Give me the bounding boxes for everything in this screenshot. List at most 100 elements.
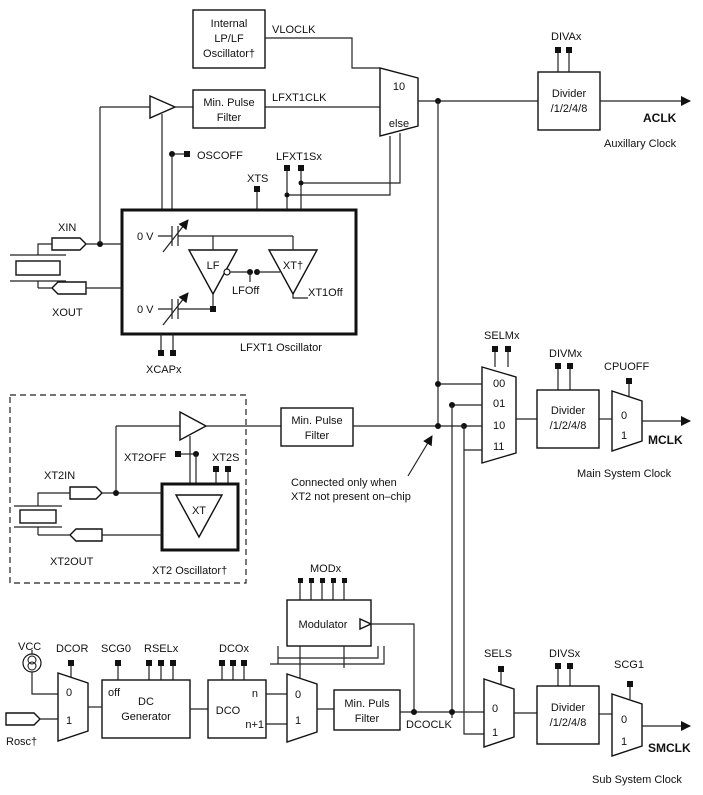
mclk-desc: Main System Clock <box>577 468 672 480</box>
xts-pin <box>254 186 260 192</box>
mclk-sel-11: 11 <box>493 441 504 453</box>
xt2-amp-label: XT <box>192 505 206 517</box>
aclk-mux <box>379 67 419 137</box>
lfxt1sx-to-mux-1 <box>287 136 391 196</box>
dc-gen-label-2: Generator <box>121 711 171 723</box>
xt2s-pin-1 <box>213 466 219 472</box>
scg1-pin <box>627 681 633 687</box>
mclk-label: MCLK <box>648 433 683 447</box>
lfxt1-osc-label: LFXT1 Oscillator <box>240 342 322 354</box>
lf-label: LF <box>207 260 220 272</box>
scg0-pin <box>115 660 121 666</box>
dcor-label: DCOR <box>56 643 88 655</box>
xout-pin <box>51 281 87 295</box>
aclk-mux-else: else <box>389 118 409 130</box>
note-arrow <box>407 435 433 477</box>
selmx-wires <box>494 352 509 367</box>
lfxt1sx-pin-1 <box>284 165 290 171</box>
xcapx-pin-2 <box>170 350 176 356</box>
dcoclk-label: DCOCLK <box>406 719 453 731</box>
junction-xt2 <box>435 423 441 429</box>
divider-mclk-label-2: /1/2/4/8 <box>550 420 587 432</box>
modulator-bus-lower <box>270 646 385 665</box>
divider-mclk: Divider /1/2/4/8 <box>536 389 600 449</box>
xout-label: XOUT <box>52 307 83 319</box>
vcc-wire <box>31 650 58 695</box>
mclk-sel-01: 01 <box>493 398 505 410</box>
selmx-pin-1 <box>492 346 498 352</box>
vloclk-wire <box>265 37 380 69</box>
sels-label: SELS <box>484 648 512 660</box>
crystal-xt2 <box>14 492 70 536</box>
xts-label: XTS <box>247 173 268 185</box>
divax-label: DIVAx <box>551 31 582 43</box>
cpuoff-mux-0: 0 <box>621 410 627 422</box>
internal-osc-label-2: LP/LF <box>214 33 244 45</box>
vloclk-label: VLOCLK <box>272 24 316 36</box>
xt2-dashed-region <box>9 394 247 584</box>
lfxt1sx-junction-1 <box>284 192 290 198</box>
dco-box: DCO n n+1 <box>207 679 267 739</box>
modx-pin-5 <box>342 578 347 583</box>
current-source-icon <box>22 653 42 673</box>
junction-00 <box>435 381 441 387</box>
dcor-mux-0: 0 <box>66 687 72 699</box>
dcoclk-junction-1 <box>411 709 417 715</box>
modulator-bus-taps <box>299 646 345 668</box>
divsx-label: DIVSx <box>549 648 581 660</box>
mpf-top-label-2: Filter <box>217 112 242 124</box>
divider-smclk-label-1: Divider <box>551 702 586 714</box>
xt2in-label: XT2IN <box>44 470 75 482</box>
smclk-label: SMCLK <box>648 741 691 755</box>
cpuoff-mux <box>611 390 643 452</box>
xt2s-wires <box>215 472 229 484</box>
min-pulse-filter-mclk: Min. Pulse Filter <box>280 407 354 447</box>
xt2-amplifier <box>174 494 224 539</box>
xt2-to-smclk-mux <box>463 450 484 735</box>
divider-smclk-label-2: /1/2/4/8 <box>550 717 587 729</box>
scg1-mux <box>611 693 643 757</box>
xt2in-pin <box>69 486 103 500</box>
lf-inverter-bubble <box>223 268 231 276</box>
dcor-mux-1: 1 <box>66 715 72 727</box>
xt2out-pin <box>69 528 103 542</box>
scg1-label: SCG1 <box>614 659 644 671</box>
modx-label: MODx <box>310 563 342 575</box>
aclk-mux-10: 10 <box>393 81 405 93</box>
dc-gen-label-1: DC <box>138 696 154 708</box>
current-source-inner-2 <box>27 661 37 671</box>
modulator-bus <box>277 646 379 664</box>
lfxt1sx-label: LFXT1Sx <box>276 151 322 163</box>
dc-generator: off DC Generator <box>101 679 191 739</box>
cpuoff-label: CPUOFF <box>604 361 650 373</box>
dco-n-plus-1: n+1 <box>245 719 264 731</box>
cpuoff-pin <box>626 378 632 384</box>
mpf-top-label-1: Min. Pulse <box>203 97 254 109</box>
xcapx-pin-1 <box>158 350 164 356</box>
modx-wires <box>299 583 345 600</box>
divider-mclk-label-1: Divider <box>551 405 586 417</box>
xt2off-wires-v <box>189 436 197 484</box>
dc-gen-off: off <box>108 687 121 699</box>
scg0-label: SCG0 <box>101 643 131 655</box>
note-line-2: XT2 not present on–chip <box>291 491 411 503</box>
lfxt1sx-to-mux-2 <box>301 133 401 184</box>
internal-osc-label-1: Internal <box>211 18 248 30</box>
crystal-lfxt1 <box>10 243 66 289</box>
mpf-dco-label-1: Min. Puls <box>344 698 390 710</box>
divax-pin-1 <box>555 47 561 53</box>
xt2out-label: XT2OUT <box>50 556 94 568</box>
aclk-desc: Auxillary Clock <box>604 138 677 150</box>
xt-dagger-label: XT† <box>283 260 303 272</box>
dcox-wires <box>221 666 245 680</box>
lfoff-label: LFOff <box>232 285 260 297</box>
lf-bottom-node <box>210 306 216 312</box>
xt2s-pin-2 <box>225 466 231 472</box>
divider-aclk-label-1: Divider <box>552 88 587 100</box>
xt1off-label: XT1Off <box>308 287 344 299</box>
note-line-1: Connected only when <box>291 477 397 489</box>
modulator-label: Modulator <box>299 619 348 631</box>
divmx-wires <box>557 369 571 390</box>
variable-capacitor-top <box>158 219 213 253</box>
